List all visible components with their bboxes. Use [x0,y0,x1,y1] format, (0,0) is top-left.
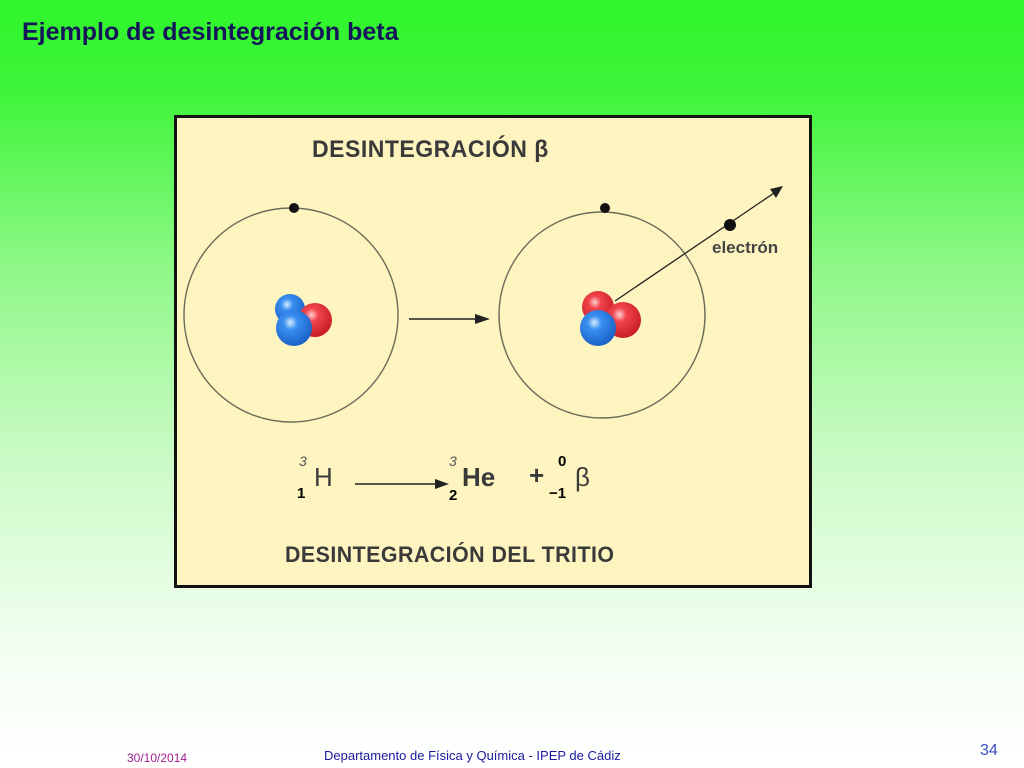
reactant-atomic-number: 1 [297,485,306,502]
tritium-electron [289,203,299,213]
equation-arrow-head [435,479,449,489]
helium-neutron [580,310,616,346]
emitted-electron-track [614,190,778,302]
footer-department: Departamento de Física y Química - IPEP … [324,748,621,763]
slide-title: Ejemplo de desintegración beta [22,18,399,46]
figure-heading: DESINTEGRACIÓN β [312,136,549,163]
reactant-mass-number: 3 [299,453,307,469]
reactant-symbol: H [314,462,333,492]
plus-sign: + [529,460,545,490]
transition-arrow-head [475,314,490,324]
beta-mass-number: 0 [558,453,567,470]
beta-charge-number: −1 [549,485,567,502]
product-atomic-number: 2 [449,487,458,504]
page-number: 34 [980,742,998,759]
footer-date: 30/10/2014 [127,751,188,765]
tritium-neutron-front [276,310,312,346]
figure-caption: DESINTEGRACIÓN DEL TRITIO [285,542,615,567]
beta-symbol: β [575,462,590,492]
product-symbol: He [462,462,496,492]
emitted-electron [724,219,736,231]
helium-electron [600,203,610,213]
beta-decay-figure: DESINTEGRACIÓN β electrón 3 1 H 3 2 He +… [174,115,812,588]
product-mass-number: 3 [449,453,457,469]
electron-label: electrón [712,238,779,257]
decay-diagram [183,186,783,489]
emitted-electron-arrowhead [770,186,783,198]
